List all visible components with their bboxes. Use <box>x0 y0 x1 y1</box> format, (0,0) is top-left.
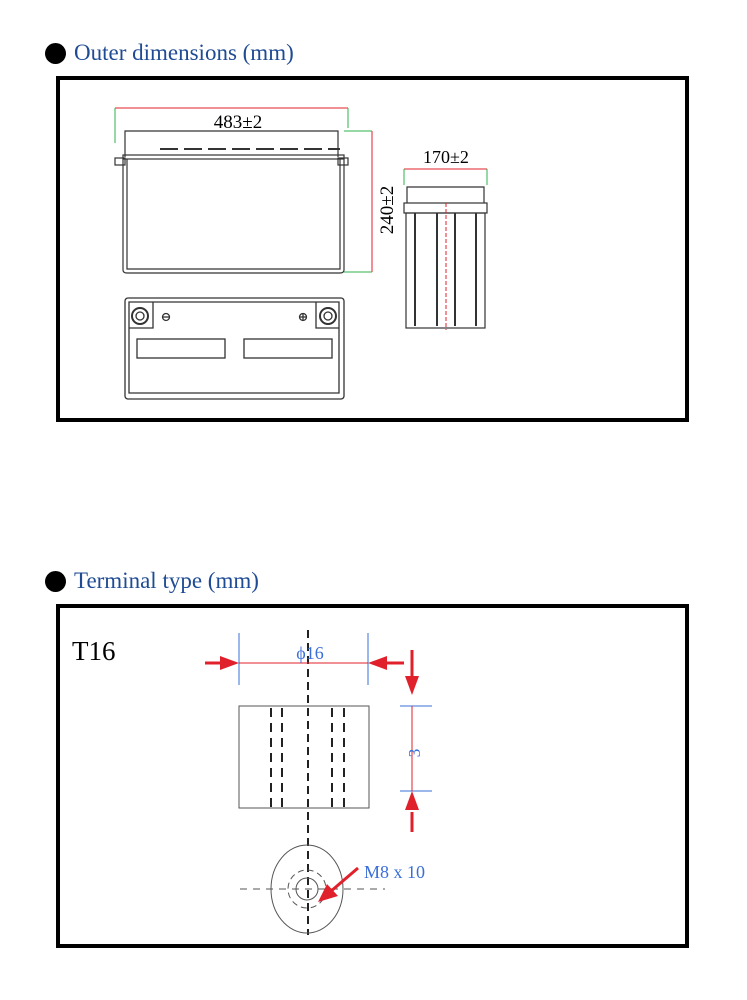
thread-callout: M8 x 10 <box>318 862 425 902</box>
positive-terminal-icon <box>319 307 337 325</box>
section-heading-terminal-type: Terminal type (mm) <box>45 568 259 594</box>
diameter-dimension: ϕ16 <box>205 633 404 685</box>
terminal-side-view <box>238 705 370 809</box>
length-label: 483±2 <box>214 112 262 133</box>
drawing-frame <box>56 604 689 948</box>
arrow-icon <box>318 884 338 902</box>
battery-side-view <box>403 186 488 330</box>
terminal-name: T16 <box>72 636 116 666</box>
heading-text: Outer dimensions (mm) <box>74 40 294 65</box>
height-label: 3 <box>405 749 424 758</box>
negative-terminal-icon <box>131 307 149 325</box>
height-dimension: 240±2 <box>344 130 398 273</box>
battery-front-view <box>114 130 349 274</box>
width-dimension: 170±2 <box>403 147 488 185</box>
bullet-icon <box>45 42 66 64</box>
length-dimension: 483±2 <box>114 107 349 143</box>
battery-top-view <box>124 297 345 400</box>
heading-text: Terminal type (mm) <box>74 568 259 593</box>
height-label: 240±2 <box>377 186 398 234</box>
drawing-frame <box>56 76 689 422</box>
plus-symbol-icon <box>298 312 308 322</box>
minus-symbol-icon <box>161 312 171 322</box>
width-label: 170±2 <box>423 147 469 167</box>
diameter-label: ϕ16 <box>296 643 323 663</box>
height-dimension: 3 <box>400 650 432 832</box>
thread-label: M8 x 10 <box>364 862 425 882</box>
bullet-icon <box>45 570 66 592</box>
section-heading-outer-dimensions: Outer dimensions (mm) <box>45 40 294 66</box>
terminal-top-view <box>240 844 385 934</box>
